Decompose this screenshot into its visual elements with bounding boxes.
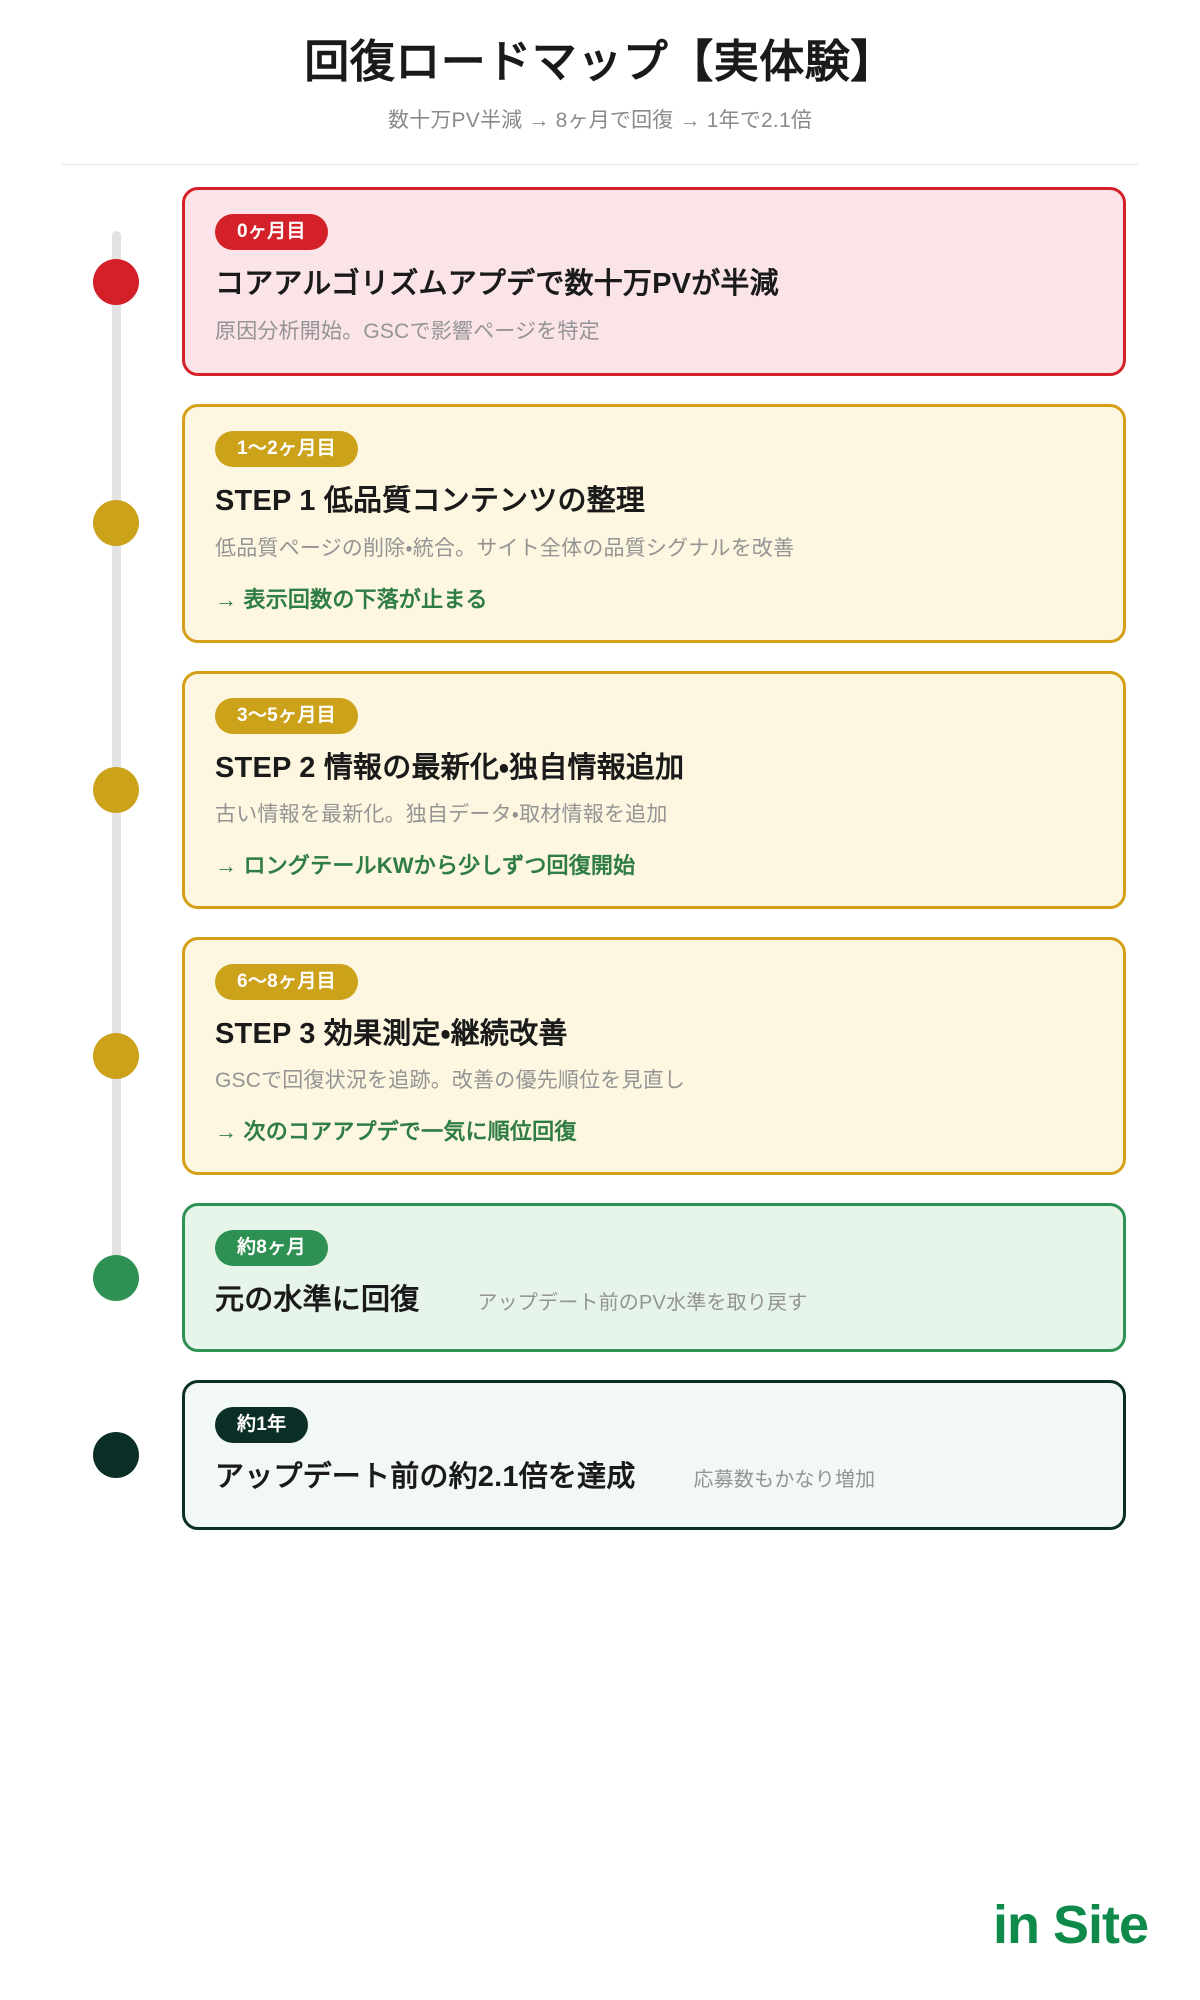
timeline-card-title: 元の水準に回復 xyxy=(215,1283,420,1316)
timeline-card[interactable]: 0ヶ月目コアアルゴリズムアプデで数十万PVが半減原因分析開始。GSCで影響ページ… xyxy=(182,187,1126,377)
timeline-card-result: → ロングテールKWから少しずつ回復開始 xyxy=(215,852,636,878)
timeline-inline-row: 元の水準に回復 アップデート前のPV水準を取り戻す xyxy=(215,1282,1093,1320)
timeline-card-description: 低品質ページの削除・統合。サイト全体の品質シグナルを改善 xyxy=(215,537,795,561)
timeline-dot xyxy=(93,1032,139,1079)
timeline-card-description: 古い情報を最新化。独自データ・取材情報を追加 xyxy=(215,803,668,827)
timeline-item: 0ヶ月目コアアルゴリズムアプデで数十万PVが半減原因分析開始。GSCで影響ページ… xyxy=(0,187,1200,377)
header: 回復ロードマップ【実体験】 数十万PV半減 → 8ヶ月で回復 → 1年で2.1倍 xyxy=(0,0,1200,166)
timeline-badge: 約1年 xyxy=(215,1407,309,1444)
timeline-card-title: STEP 1 低品質コンテンツの整理 xyxy=(215,485,646,518)
timeline-card[interactable]: 約8ヶ月元の水準に回復 アップデート前のPV水準を取り戻す xyxy=(182,1202,1126,1353)
timeline-card-title: アップデート前の約2.1倍を達成 xyxy=(215,1461,636,1494)
timeline-badge: 3〜5ヶ月目 xyxy=(215,697,358,734)
timeline-badge: 6〜8ヶ月目 xyxy=(215,963,358,1000)
timeline-rail xyxy=(112,231,121,1263)
timeline-card-description: 応募数もかなり増加 xyxy=(693,1469,876,1492)
timeline-card-description: 原因分析開始。GSCで影響ページを特定 xyxy=(215,319,600,343)
timeline-card-title: STEP 2 情報の最新化・独自情報追加 xyxy=(215,751,685,784)
timeline-item: 3〜5ヶ月目 STEP 2 情報の最新化・独自情報追加古い情報を最新化。独自データ… xyxy=(0,670,1200,909)
timeline-item: 約8ヶ月元の水準に回復 アップデート前のPV水準を取り戻す xyxy=(0,1202,1200,1353)
page-subtitle: 数十万PV半減 → 8ヶ月で回復 → 1年で2.1倍 xyxy=(387,109,813,133)
timeline-item: 約1年アップデート前の約2.1倍を達成 応募数もかなり増加 xyxy=(0,1380,1200,1531)
brand-logo: in Site xyxy=(992,1895,1149,1955)
timeline-badge: 1〜2ヶ月目 xyxy=(215,431,358,468)
timeline-item: 6〜8ヶ月目 STEP 3 効果測定・継続改善 GSCで回復状況を追跡。改善の優先順… xyxy=(0,936,1200,1175)
logo-site-text: Site xyxy=(1052,1895,1149,1955)
timeline-card-description: アップデート前のPV水準を取り戻す xyxy=(477,1291,808,1314)
timeline-card-description: GSCで回復状況を追跡。改善の優先順位を見直し xyxy=(215,1069,686,1093)
timeline-dot xyxy=(93,766,139,813)
timeline: 0ヶ月目コアアルゴリズムアプデで数十万PVが半減原因分析開始。GSCで影響ページ… xyxy=(0,187,1200,1531)
timeline-item: 1〜2ヶ月目 STEP 1 低品質コンテンツの整理低品質ページの削除・統合。サイト… xyxy=(0,404,1200,643)
timeline-card[interactable]: 6〜8ヶ月目 STEP 3 効果測定・継続改善 GSCで回復状況を追跡。改善の優先順… xyxy=(182,936,1126,1175)
timeline-badge: 約8ヶ月 xyxy=(215,1229,328,1266)
timeline-dot xyxy=(93,1432,139,1479)
page-title: 回復ロードマップ【実体験】 xyxy=(304,36,896,87)
timeline-card[interactable]: 3〜5ヶ月目 STEP 2 情報の最新化・独自情報追加古い情報を最新化。独自データ… xyxy=(182,670,1126,909)
timeline-dot xyxy=(93,1254,139,1301)
timeline-badge: 0ヶ月目 xyxy=(215,214,328,251)
logo-in-text: in xyxy=(992,1895,1040,1955)
timeline-inline-row: アップデート前の約2.1倍を達成 応募数もかなり増加 xyxy=(215,1459,1093,1497)
timeline-dot xyxy=(93,258,139,305)
timeline-card[interactable]: 1〜2ヶ月目 STEP 1 低品質コンテンツの整理低品質ページの削除・統合。サイト… xyxy=(182,404,1126,643)
timeline-card-title: STEP 3 効果測定・継続改善 xyxy=(215,1017,568,1050)
timeline-card-result: → 表示回数の下落が止まる xyxy=(215,586,488,612)
timeline-card-result: → 次のコアアプデで一気に順位回復 xyxy=(215,1118,577,1144)
timeline-card-title: コアアルゴリズムアプデで数十万PVが半減 xyxy=(215,268,779,301)
header-divider xyxy=(62,164,1138,166)
timeline-card[interactable]: 約1年アップデート前の約2.1倍を達成 応募数もかなり増加 xyxy=(182,1380,1126,1531)
timeline-dot xyxy=(93,500,139,547)
